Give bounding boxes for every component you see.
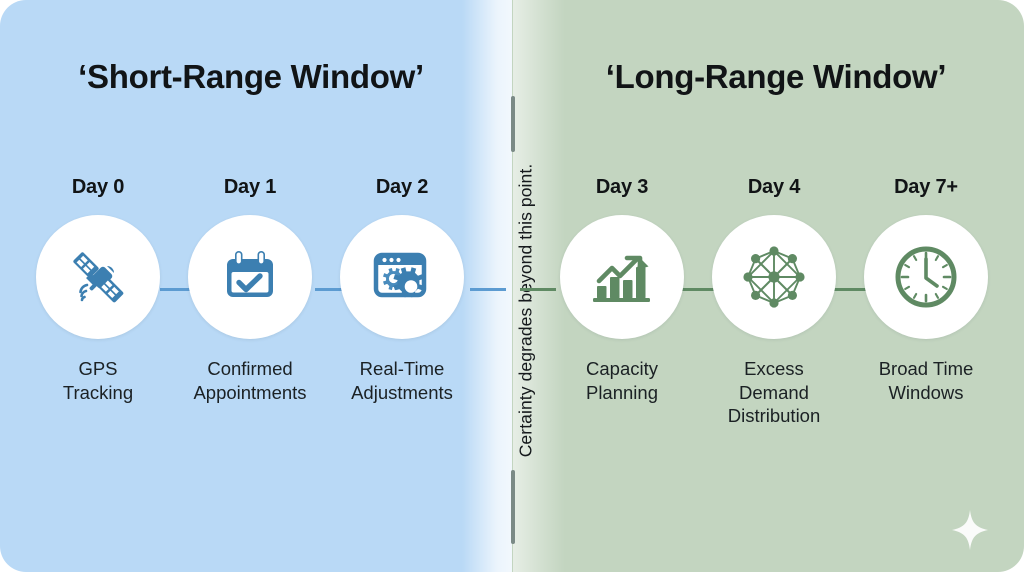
short-range-node-row: Day 0 xyxy=(22,176,478,404)
calendar-check-icon xyxy=(215,242,285,312)
node-caption: Broad Time Windows xyxy=(878,358,974,403)
clock-icon xyxy=(889,240,963,314)
node-day-label: Day 0 xyxy=(71,176,125,198)
node-icon-bubble xyxy=(864,215,988,339)
node-day-7-plus[interactable]: Day 7+ xyxy=(850,176,1002,428)
node-caption: Capacity Planning xyxy=(585,358,658,403)
node-day-2[interactable]: Day 2 xyxy=(326,176,478,404)
long-range-node-row: Day 3 xyxy=(546,176,1002,428)
node-day-label: Day 4 xyxy=(747,176,801,198)
node-day-4[interactable]: Day 4 xyxy=(698,176,850,428)
node-icon-bubble xyxy=(560,215,684,339)
node-caption: Confirmed Appointments xyxy=(193,358,307,403)
long-range-title: ‘Long-Range Window’ xyxy=(605,58,947,95)
network-mesh-icon xyxy=(738,241,810,313)
connector-day1-day2 xyxy=(315,288,357,291)
sparkle-icon xyxy=(952,510,988,550)
node-day-label: Day 3 xyxy=(595,176,649,198)
node-caption: Real-Time Adjustments xyxy=(351,358,453,403)
node-caption: GPS Tracking xyxy=(62,358,134,403)
node-day-3[interactable]: Day 3 xyxy=(546,176,698,428)
divider-line-top xyxy=(511,96,515,152)
short-range-title: ‘Short-Range Window’ xyxy=(78,58,424,95)
node-day-1[interactable]: Day 1 Confirmed Appointments xyxy=(174,176,326,404)
node-icon-bubble xyxy=(36,215,160,339)
node-caption: Excess Demand Distribution xyxy=(727,358,821,427)
connector-day4-day7 xyxy=(830,288,872,291)
node-day-label: Day 7+ xyxy=(894,176,958,198)
node-icon-bubble xyxy=(340,215,464,339)
browser-gears-icon xyxy=(367,242,437,312)
node-icon-bubble xyxy=(188,215,312,339)
bar-chart-growth-icon xyxy=(586,241,658,313)
node-day-0[interactable]: Day 0 xyxy=(22,176,174,404)
connector-day3-day4 xyxy=(675,288,717,291)
node-icon-bubble xyxy=(712,215,836,339)
satellite-icon xyxy=(63,242,133,312)
connector-day0-day1 xyxy=(160,288,202,291)
node-day-label: Day 2 xyxy=(375,176,429,198)
divider-line-bottom xyxy=(511,470,515,544)
node-day-label: Day 1 xyxy=(223,176,277,198)
